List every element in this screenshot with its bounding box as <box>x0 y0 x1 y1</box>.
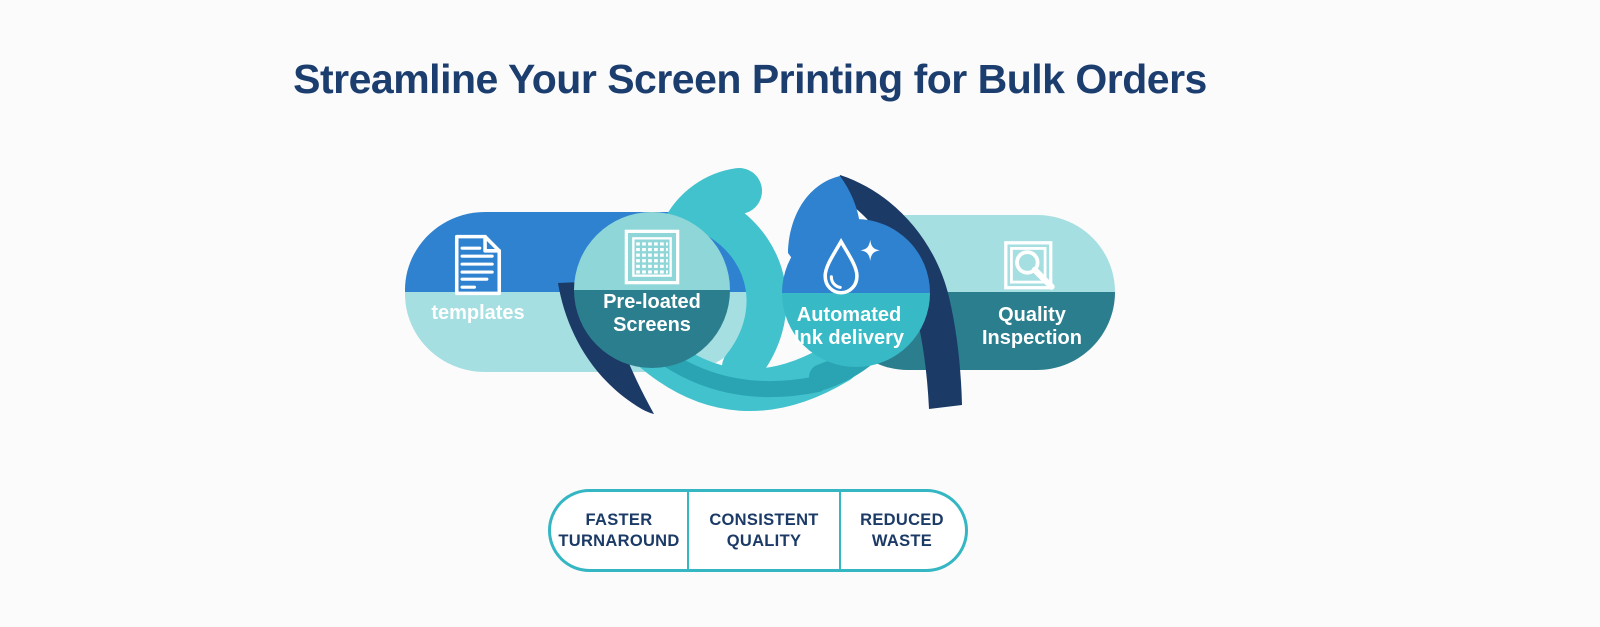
step-templates: templates <box>398 234 558 325</box>
ink-circle-bottom-half <box>782 293 930 367</box>
process-flow-artwork <box>405 168 1115 414</box>
benefit-reduced-waste: REDUCED WASTE <box>860 511 944 550</box>
preloaded-circle-top-half <box>574 212 730 290</box>
step-automated-ink-delivery: Automated Ink delivery <box>769 238 929 350</box>
navy-blade-shape <box>836 175 962 409</box>
teal-connector-swoosh <box>700 200 787 387</box>
step-automated-ink-delivery-label: Automated Ink delivery <box>793 304 905 350</box>
ink-droplet-icon <box>823 238 880 295</box>
ink-circle-top-half <box>782 219 930 293</box>
preloaded-circle-bottom-half <box>574 290 730 368</box>
step-templates-label: templates <box>431 302 525 324</box>
step-quality-inspection-label: Quality Inspection <box>981 304 1082 350</box>
mesh-screen-icon <box>624 229 680 285</box>
benefit-faster-turnaround: FASTER TURNAROUND <box>551 492 689 569</box>
benefit-consistent-quality: CONSISTENT QUALITY <box>689 492 841 569</box>
page-title: Streamline Your Screen Printing for Bulk… <box>293 56 1207 102</box>
magnifier-icon <box>1004 241 1055 290</box>
step-preloaded-screens: Pre-loated Screens <box>572 229 732 337</box>
document-icon <box>454 234 502 296</box>
step-quality-inspection: Quality Inspection <box>952 240 1112 350</box>
benefits-bar: FASTER TURNAROUND CONSISTENT QUALITY RED… <box>548 489 968 572</box>
step-preloaded-screens-label: Pre-loated Screens <box>603 291 701 337</box>
